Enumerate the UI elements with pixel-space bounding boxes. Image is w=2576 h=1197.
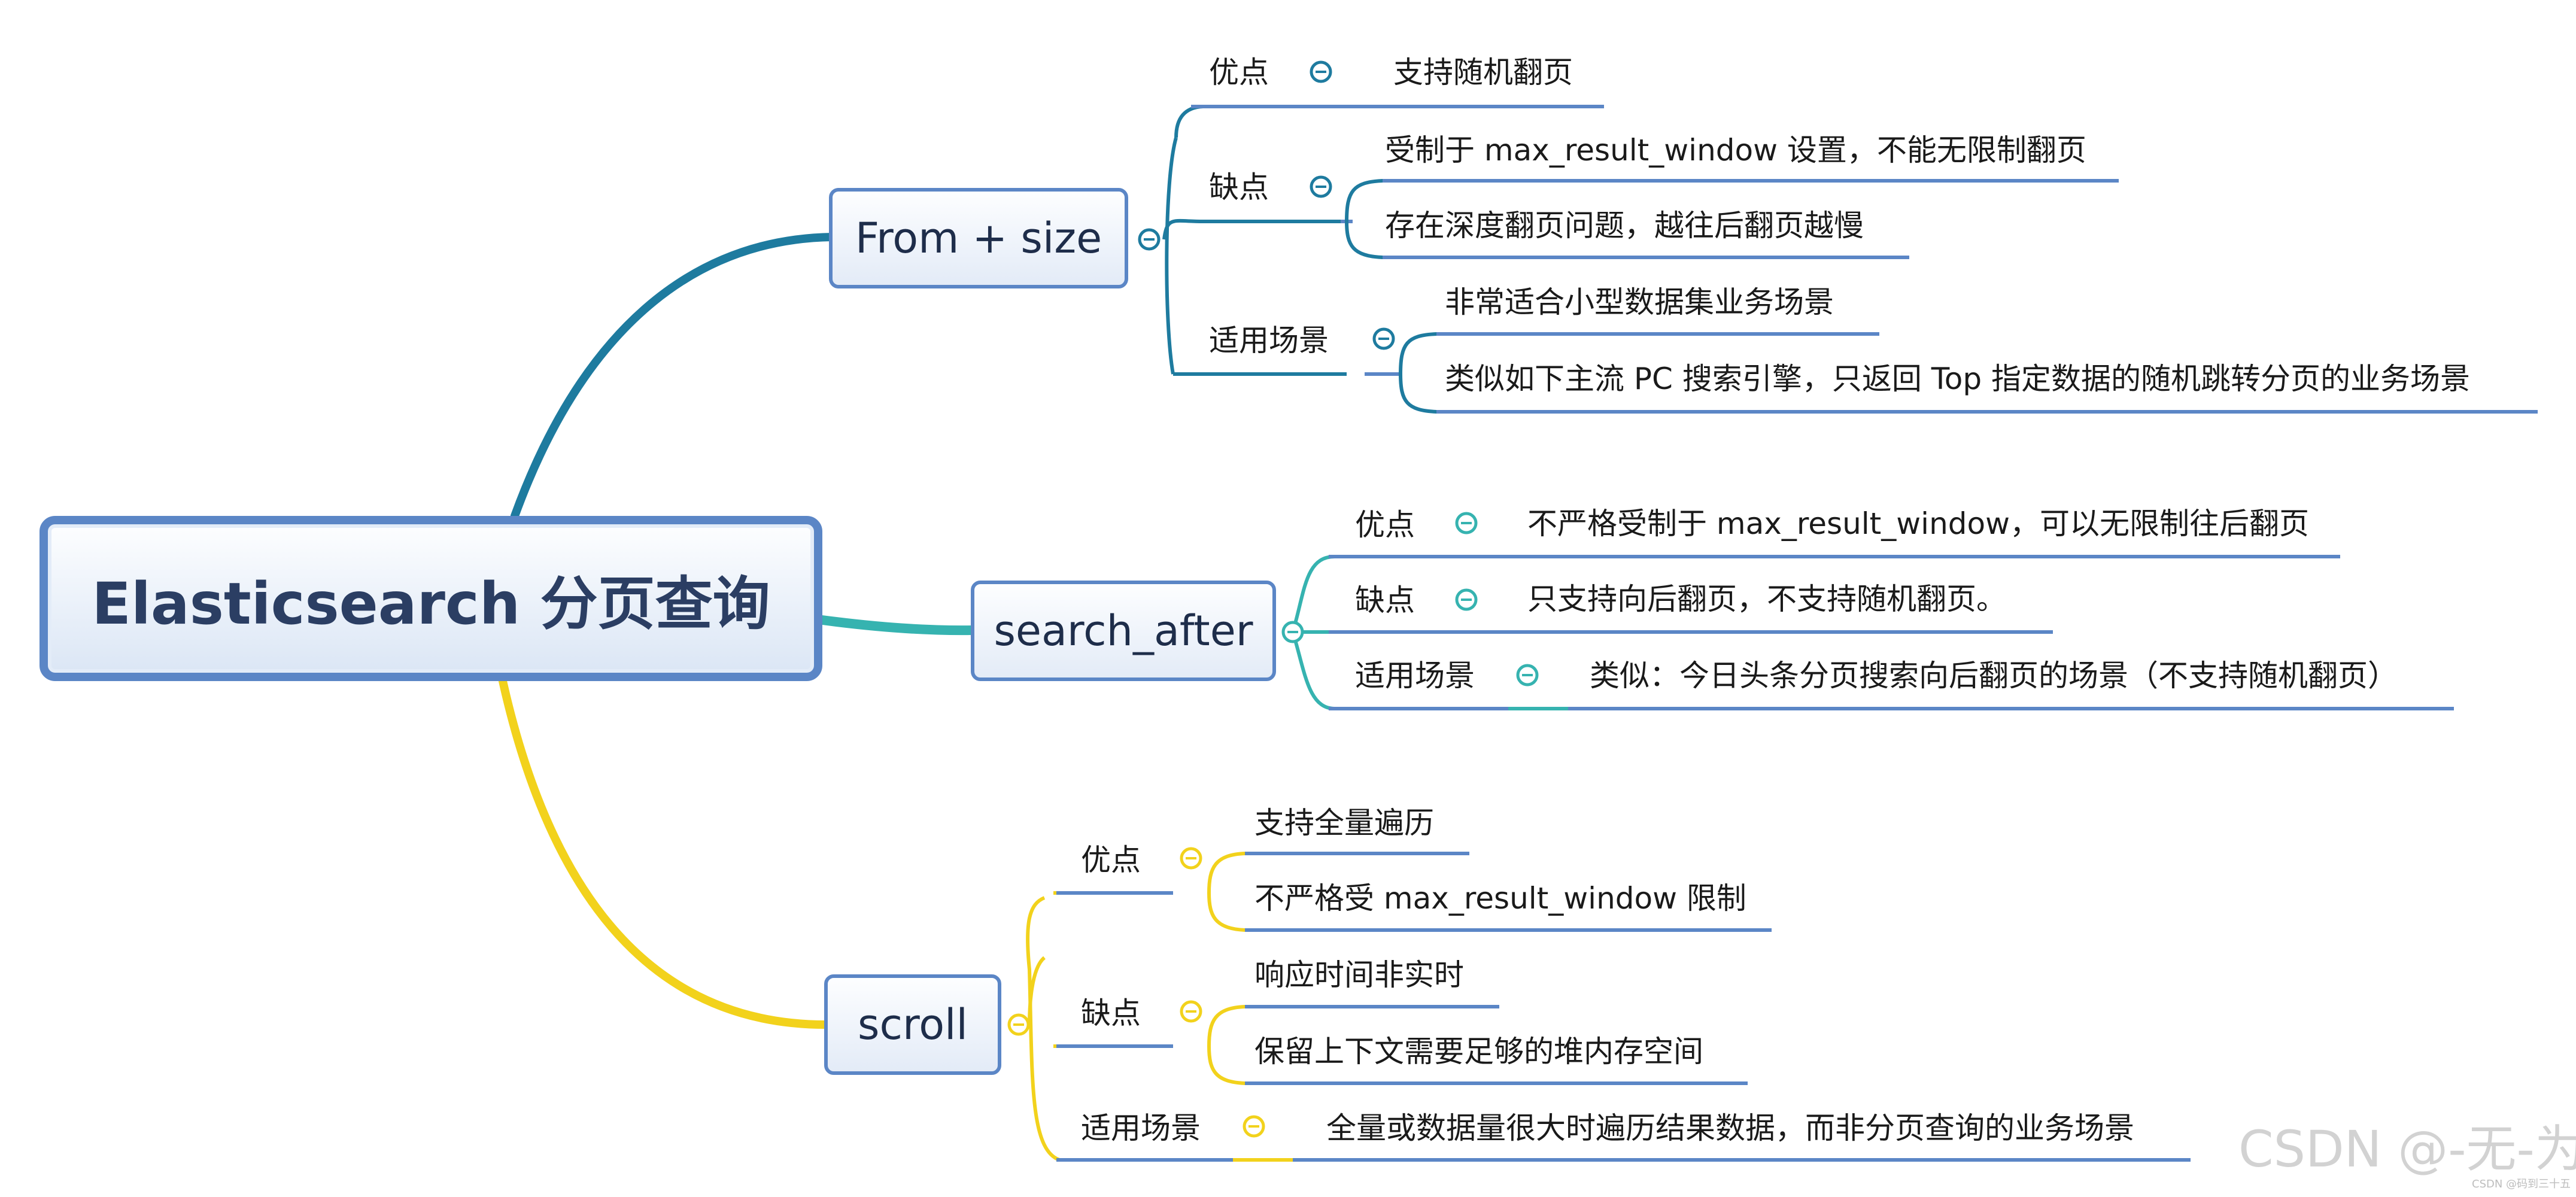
scroll-cons-item-2: 保留上下文需要足够的堆内存空间: [1254, 1034, 1703, 1069]
scroll-usecase-label: 适用场景: [1081, 1111, 1201, 1146]
root-to-search-after-connector: [818, 615, 977, 636]
watermark: CSDN @-无-为-: [2238, 1120, 2576, 1178]
watermark-small: CSDN @码到三十五: [2472, 1178, 2571, 1190]
from-size-cons-item-1: 受制于 max_result_window 设置，不能无限制翻页: [1385, 133, 2086, 168]
root-to-from-size-connector: [511, 233, 836, 520]
scroll-cons-label: 缺点: [1081, 996, 1141, 1031]
from-size-pros-item-1: 支持随机翻页: [1393, 55, 1573, 90]
branch-search-after[interactable]: search_after: [971, 581, 1276, 681]
from-size-pros-label: 优点: [1209, 55, 1269, 90]
scroll-pros-item-1: 支持全量遍历: [1254, 806, 1434, 840]
from-size-usecase-label: 适用场景: [1209, 323, 1329, 358]
scroll-cons-item-1: 响应时间非实时: [1254, 958, 1464, 992]
scroll-pros-item-2: 不严格受 max_result_window 限制: [1254, 881, 1746, 916]
scroll-usecase-item-1: 全量或数据量很大时遍历结果数据，而非分页查询的业务场景: [1326, 1111, 2134, 1146]
search-after-usecase-item-1: 类似：今日头条分页搜索向后翻页的场景（不支持随机翻页）: [1590, 658, 2398, 693]
search-after-usecase-label: 适用场景: [1355, 658, 1475, 693]
from-size-cons-item-2: 存在深度翻页问题，越往后翻页越慢: [1385, 208, 1864, 243]
branch-from-size-title: From + size: [855, 214, 1102, 263]
search-after-cons-label: 缺点: [1355, 583, 1415, 618]
search-after-pros-label: 优点: [1355, 508, 1415, 542]
branch-search-after-title: search_after: [994, 606, 1253, 655]
search-after-pros-item-1: 不严格受制于 max_result_window，可以无限制往后翻页: [1527, 506, 2309, 541]
branch-scroll-title: scroll: [858, 1000, 968, 1049]
branch-scroll[interactable]: scroll: [824, 974, 1001, 1075]
search-after-cons-item-1: 只支持向后翻页，不支持随机翻页。: [1527, 582, 2006, 616]
root-topic[interactable]: Elasticsearch 分页查询: [40, 516, 822, 681]
from-size-usecase-item-2: 类似如下主流 PC 搜索引擎，只返回 Top 指定数据的随机跳转分页的业务场景: [1445, 361, 2471, 396]
branch-from-size[interactable]: From + size: [829, 188, 1128, 288]
root-to-scroll-connector: [499, 677, 830, 1029]
from-size-cons-label: 缺点: [1209, 170, 1269, 205]
scroll-pros-label: 优点: [1081, 843, 1141, 877]
root-title: Elasticsearch 分页查询: [92, 570, 770, 637]
from-size-usecase-item-1: 非常适合小型数据集业务场景: [1445, 285, 1834, 320]
